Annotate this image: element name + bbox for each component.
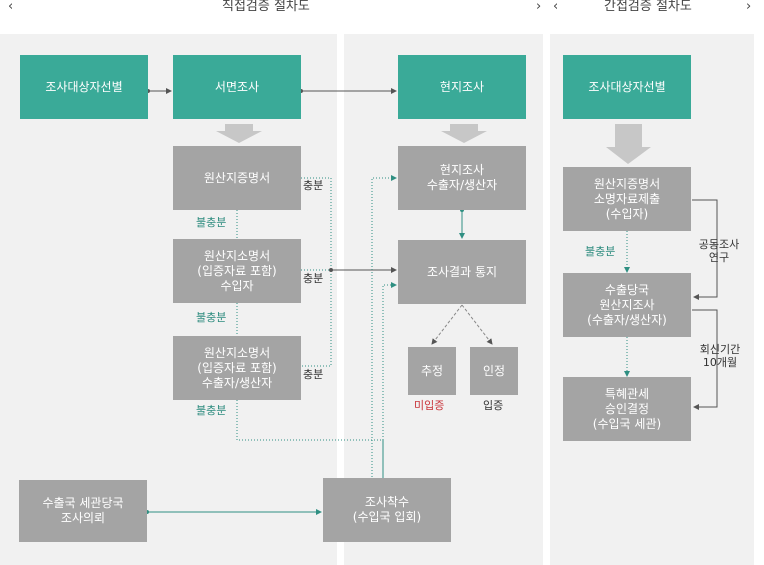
indirect-preferential-line2: 승인결정	[604, 401, 650, 416]
joint-study-line2: 연구	[708, 251, 730, 264]
origin-explanation-exporter-line1: 원산지소명서	[203, 345, 271, 360]
origin-explanation-importer-line1: 원산지소명서	[203, 248, 271, 263]
certificate-of-origin-box: 원산지증명서	[173, 146, 301, 210]
onsite-survey-box: 현지조사	[398, 55, 526, 119]
chevron-right-icon[interactable]: ›	[746, 0, 752, 14]
indirect-preferential-line1: 특혜관세	[604, 386, 650, 401]
approved-box: 인정	[470, 347, 518, 395]
reply-period-label: 회신기간 10개월	[694, 343, 746, 369]
investigation-start-line1: 조사착수	[364, 495, 410, 509]
insufficient-label-3: 불충분	[196, 404, 227, 417]
chevron-left-icon[interactable]: ‹	[553, 0, 559, 14]
origin-explanation-importer-box: 원산지소명서 (입증자료 포함) 수입자	[173, 239, 301, 303]
chevron-right-icon[interactable]: ›	[536, 0, 542, 14]
presumed-box: 추정	[408, 347, 456, 395]
chevron-left-icon[interactable]: ‹	[8, 0, 14, 14]
export-customs-request-line2: 조사의뢰	[60, 511, 106, 525]
indirect-submit-docs-line3: (수입자)	[605, 206, 649, 221]
reply-period-line2: 10개월	[702, 356, 738, 369]
origin-explanation-importer-line3: 수입자	[220, 278, 254, 293]
indirect-submit-docs-line2: 소명자료제출	[593, 191, 661, 206]
onsite-exporter-line2: 수출자/생산자	[426, 178, 498, 192]
indirect-preferential-tariff-box: 특혜관세 승인결정 (수입국 세관)	[563, 377, 691, 441]
result-notice-box: 조사결과 통지	[398, 240, 526, 304]
origin-explanation-exporter-line3: 수출자/생산자	[201, 375, 273, 390]
reply-period-line1: 회신기간	[699, 343, 741, 356]
indirect-submit-docs-box: 원산지증명서 소명자료제출 (수입자)	[563, 167, 691, 231]
insufficient-label-1: 불충분	[196, 216, 227, 229]
indirect-preferential-line3: (수입국 세관)	[592, 416, 662, 431]
indirect-insufficient-label: 불충분	[585, 245, 616, 258]
select-target-box: 조사대상자선별	[20, 55, 148, 119]
onsite-exporter-line1: 현지조사	[439, 163, 485, 177]
written-survey-box: 서면조사	[173, 55, 301, 119]
indirect-submit-docs-line1: 원산지증명서	[593, 176, 661, 191]
sufficient-label-2: 충분	[303, 272, 324, 285]
proven-label: 입증	[483, 399, 504, 412]
indirect-verification-title: 간접검증 절차도	[604, 0, 692, 14]
investigation-start-box: 조사착수 (수입국 입회)	[323, 478, 451, 542]
export-customs-request-line1: 수출국 세관당국	[42, 496, 124, 510]
origin-explanation-exporter-line2: (입증자료 포함)	[197, 360, 277, 375]
indirect-export-authority-line1: 수출당국	[604, 282, 650, 297]
indirect-select-target-box: 조사대상자선별	[563, 55, 691, 119]
sufficient-label-3: 충분	[303, 368, 324, 381]
direct-verification-title: 직접검증 절차도	[222, 0, 310, 14]
joint-study-line1: 공동조사	[698, 238, 740, 251]
not-proven-label: 미입증	[414, 399, 445, 412]
export-customs-request-box: 수출국 세관당국 조사의뢰	[19, 480, 147, 542]
origin-explanation-importer-line2: (입증자료 포함)	[197, 263, 277, 278]
indirect-export-authority-box: 수출당국 원산지조사 (수출자/생산자)	[563, 273, 691, 337]
insufficient-label-2: 불충분	[196, 311, 227, 324]
origin-explanation-exporter-box: 원산지소명서 (입증자료 포함) 수출자/생산자	[173, 336, 301, 400]
onsite-exporter-box: 현지조사 수출자/생산자	[398, 146, 526, 210]
indirect-export-authority-line3: (수출자/생산자)	[587, 312, 667, 327]
investigation-start-line2: (수입국 입회)	[352, 510, 422, 524]
indirect-export-authority-line2: 원산지조사	[599, 297, 655, 312]
joint-study-label: 공동조사 연구	[694, 238, 744, 264]
sufficient-label-1: 충분	[303, 179, 324, 192]
